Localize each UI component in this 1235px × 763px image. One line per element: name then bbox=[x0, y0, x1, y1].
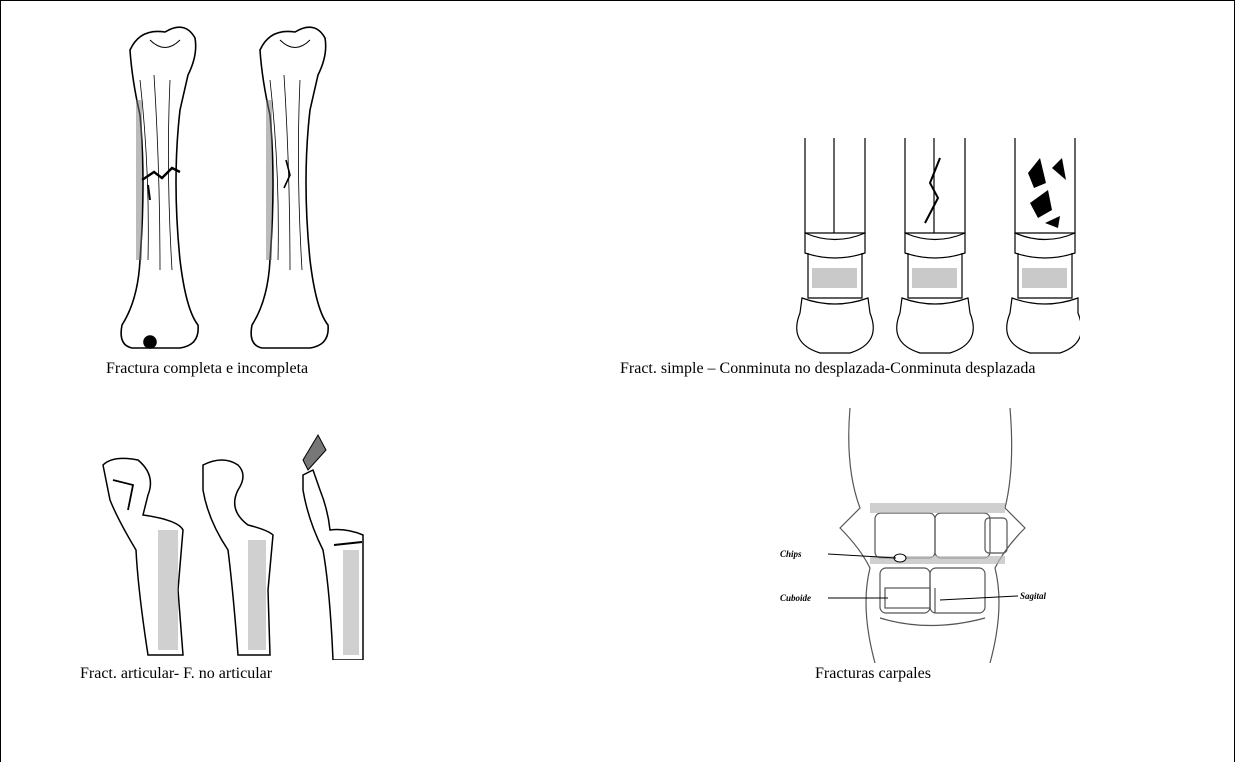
illustration-articular-fracture bbox=[98, 430, 388, 660]
label-sagital: Sagital bbox=[1020, 591, 1047, 601]
caption-carpal: Fracturas carpales bbox=[815, 665, 931, 683]
bones-drawing-1 bbox=[110, 20, 340, 365]
illustration-simple-comminuted-fracture bbox=[790, 128, 1080, 358]
illustration-carpal-fractures: Chips Cuboide Sagital bbox=[780, 408, 1060, 663]
phalanx-drawing bbox=[790, 128, 1080, 358]
carpal-drawing: Chips Cuboide Sagital bbox=[780, 408, 1060, 663]
caption-articular: Fract. articular- F. no articular bbox=[80, 665, 272, 683]
articular-bones-drawing bbox=[98, 430, 388, 660]
label-cuboide: Cuboide bbox=[780, 593, 811, 603]
illustration-complete-incomplete-fracture bbox=[110, 20, 340, 365]
label-chips: Chips bbox=[780, 549, 802, 559]
caption-simple-comminuted: Fract. simple – Conminuta no desplazada-… bbox=[620, 360, 1035, 378]
caption-complete-incomplete: Fractura completa e incompleta bbox=[106, 360, 308, 378]
